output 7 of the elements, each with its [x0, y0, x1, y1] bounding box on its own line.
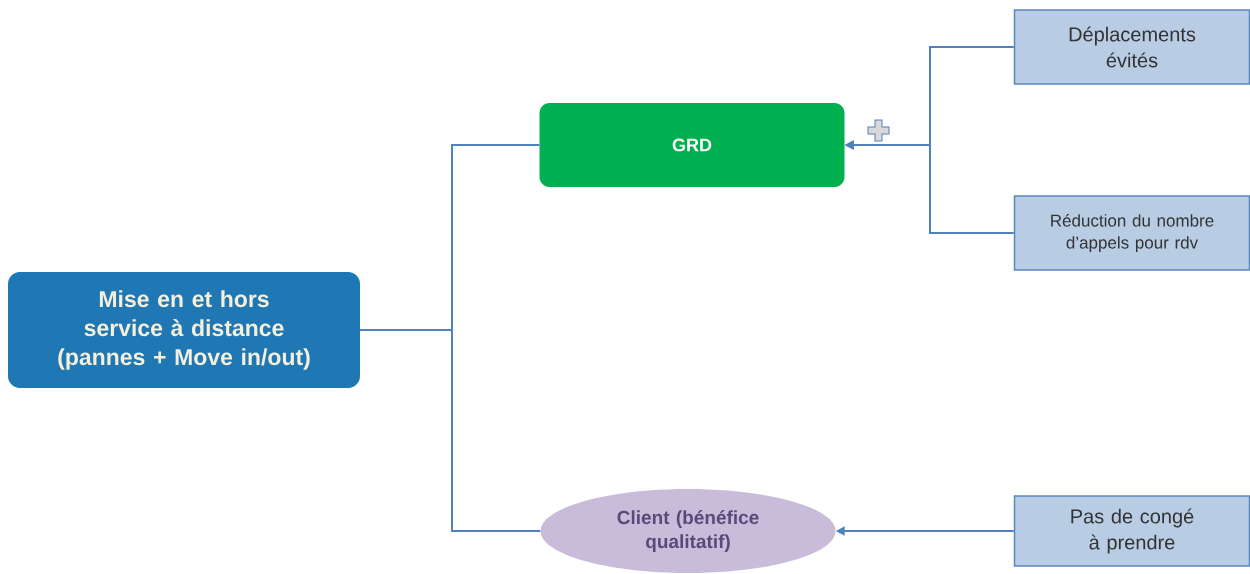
- process-box: Pas de congé à prendre: [1013, 495, 1250, 567]
- connector: [359, 329, 542, 532]
- process-box: Réduction du nombre d’appels pour rdv: [1013, 195, 1250, 271]
- ellipse-node: Client (bénéfice qualitatif): [540, 489, 836, 573]
- rounded-box: Mise en et hors service à distance (pannes + Move in/out): [8, 272, 360, 388]
- process-box: Déplacements évités: [1013, 9, 1250, 85]
- rounded-box: GRD: [539, 103, 845, 187]
